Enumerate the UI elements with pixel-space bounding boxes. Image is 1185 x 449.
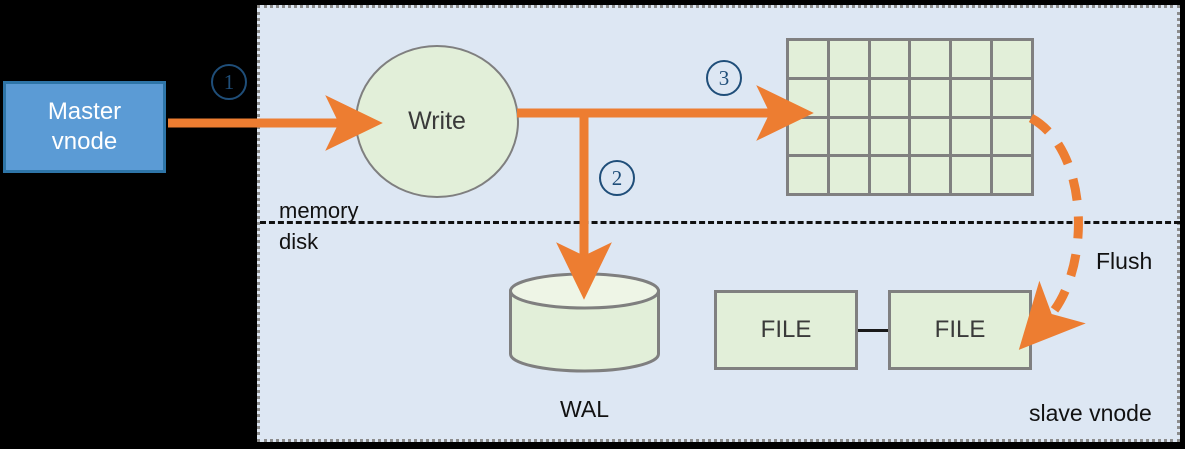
memtable-cell [829, 79, 868, 116]
step-badge-2: 2 [599, 160, 635, 196]
memtable-cell [870, 157, 909, 193]
memory-disk-divider [260, 221, 1180, 224]
memtable-cell [789, 157, 827, 193]
step-badge-3-number: 3 [718, 65, 730, 90]
file-box-1-label: FILE [760, 316, 812, 343]
memtable-cell [789, 118, 827, 155]
step-badge-1-number: 1 [223, 69, 235, 94]
step-badge-2-number: 2 [611, 165, 623, 190]
memtable-cell [870, 41, 909, 77]
memtable-cell [993, 41, 1031, 77]
memtable-cell [789, 41, 827, 77]
memtable-cell [993, 79, 1031, 116]
wal-cylinder-shape [509, 272, 660, 373]
memtable-cell [789, 79, 827, 116]
wal-cylinder [508, 272, 661, 373]
memtable-cell [911, 41, 950, 77]
step-badge-3: 3 [706, 60, 742, 96]
slave-vnode-label: slave vnode [1029, 400, 1152, 426]
wal-label: WAL [560, 396, 609, 422]
memtable-cell [911, 118, 950, 155]
memtable-cell [870, 118, 909, 155]
memtable-cell [870, 79, 909, 116]
memtable-cell [952, 118, 991, 155]
memtable-cell [952, 79, 991, 116]
master-vnode-box: Master vnode [3, 81, 166, 173]
file-box-2-label: FILE [934, 316, 986, 343]
disk-layer-label: disk [279, 229, 319, 254]
memtable-cell [952, 157, 991, 193]
memtable-cell [993, 157, 1031, 193]
file-box-2: FILE [888, 290, 1032, 370]
memtable-cell [911, 79, 950, 116]
file-connector-line [858, 329, 888, 332]
memtable-cell [829, 157, 868, 193]
memtable-cell [952, 41, 991, 77]
master-vnode-label-line1: Master [47, 98, 122, 126]
master-vnode-label-line2: vnode [51, 128, 118, 155]
memtable-cell [911, 157, 950, 193]
write-node: Write [355, 45, 519, 198]
memtable-cell [993, 118, 1031, 155]
memtable-grid [786, 38, 1034, 196]
file-box-1: FILE [714, 290, 858, 370]
memtable-cell [829, 41, 868, 77]
memory-layer-label: memory [279, 198, 359, 223]
write-node-label: Write [408, 107, 466, 135]
memtable-cell [829, 118, 868, 155]
step-badge-1: 1 [211, 64, 247, 100]
flush-label: Flush [1096, 248, 1153, 274]
